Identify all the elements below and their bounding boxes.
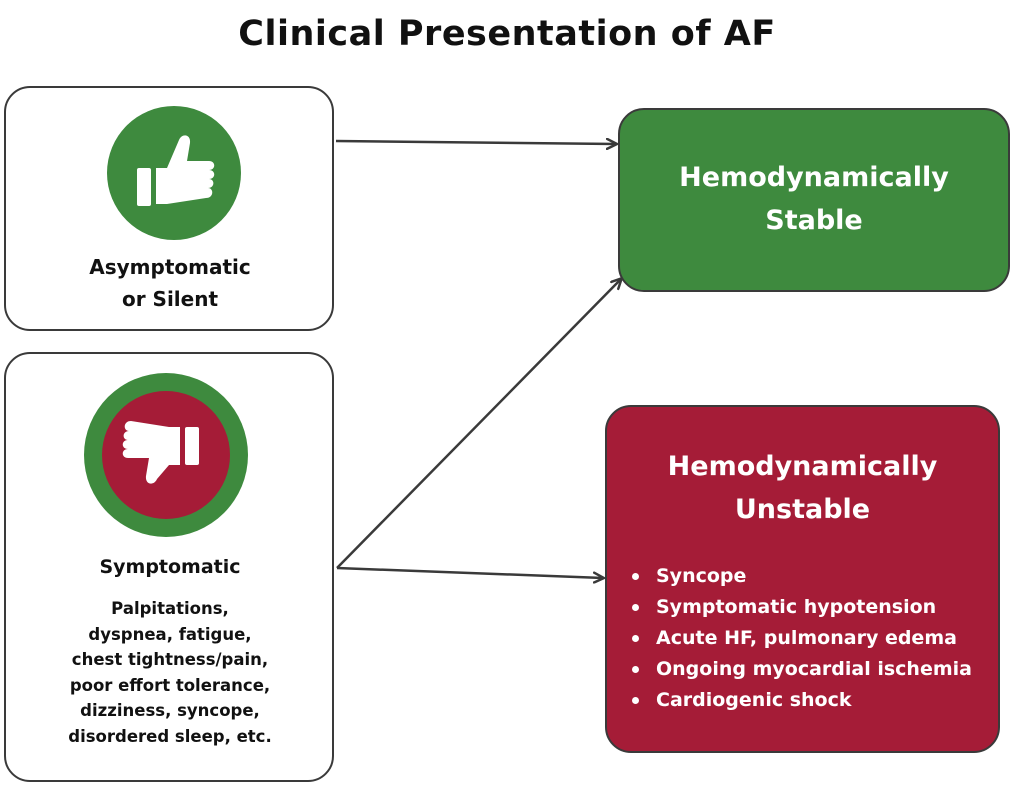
bullet-icon [632,697,639,704]
list-item: Symptomatic hypotension [628,592,972,623]
stable-title-line1: Hemodynamically [679,162,949,193]
asymptomatic-label-line1: Asymptomatic [89,255,251,279]
bullet-icon [632,573,639,580]
symptom-line: chest tightness/pain, [71,650,269,669]
diagram-title: Clinical Presentation of AF [238,14,776,54]
hemodynamically-unstable-box [605,405,1000,753]
symptom-line: poor effort tolerance, [69,675,271,695]
thumbs-down-icon [102,391,230,519]
hemodynamically-stable-box [618,108,1010,292]
symptomatic-details: Palpitations, dyspnea, fatigue, chest ti… [30,596,310,749]
list-item: Acute HF, pulmonary edema [628,623,972,654]
symptom-line: dyspnea, fatigue, [88,624,252,644]
list-item: Syncope [628,561,972,592]
list-item-text: Acute HF, pulmonary edema [656,627,957,649]
symptom-line: dizziness, syncope, [80,701,260,720]
list-item-text: Cardiogenic shock [656,689,852,711]
list-item: Ongoing myocardial ischemia [628,654,972,685]
asymptomatic-label: Asymptomatic or Silent [40,251,300,315]
unstable-title-line2: Unstable [734,494,871,525]
unstable-title-line1: Hemodynamically [667,451,938,482]
thumbs-up-icon [107,106,241,240]
asymptomatic-label-line2: or Silent [121,287,219,311]
list-item-text: Symptomatic hypotension [656,596,937,618]
unstable-criteria-list: Syncope Symptomatic hypotension Acute HF… [628,561,972,716]
bullet-icon [632,666,639,673]
unstable-title: Hemodynamically Unstable [605,445,1000,531]
list-item-text: Syncope [656,565,747,587]
bullet-icon [632,635,639,642]
bullet-icon [632,604,639,611]
symptomatic-label: Symptomatic [99,556,241,578]
list-item-text: Ongoing myocardial ischemia [656,658,972,680]
arrow-symptomatic-to-unstable [336,566,603,578]
stable-title-line2: Stable [765,205,863,236]
symptom-line: Palpitations, [111,599,229,618]
stable-title: Hemodynamically Stable [618,156,1010,242]
symptom-line: disordered sleep, etc. [68,726,272,746]
arrow-asymptomatic-to-stable [335,141,616,144]
arrow-symptomatic-to-stable [336,279,621,569]
list-item: Cardiogenic shock [628,685,972,716]
